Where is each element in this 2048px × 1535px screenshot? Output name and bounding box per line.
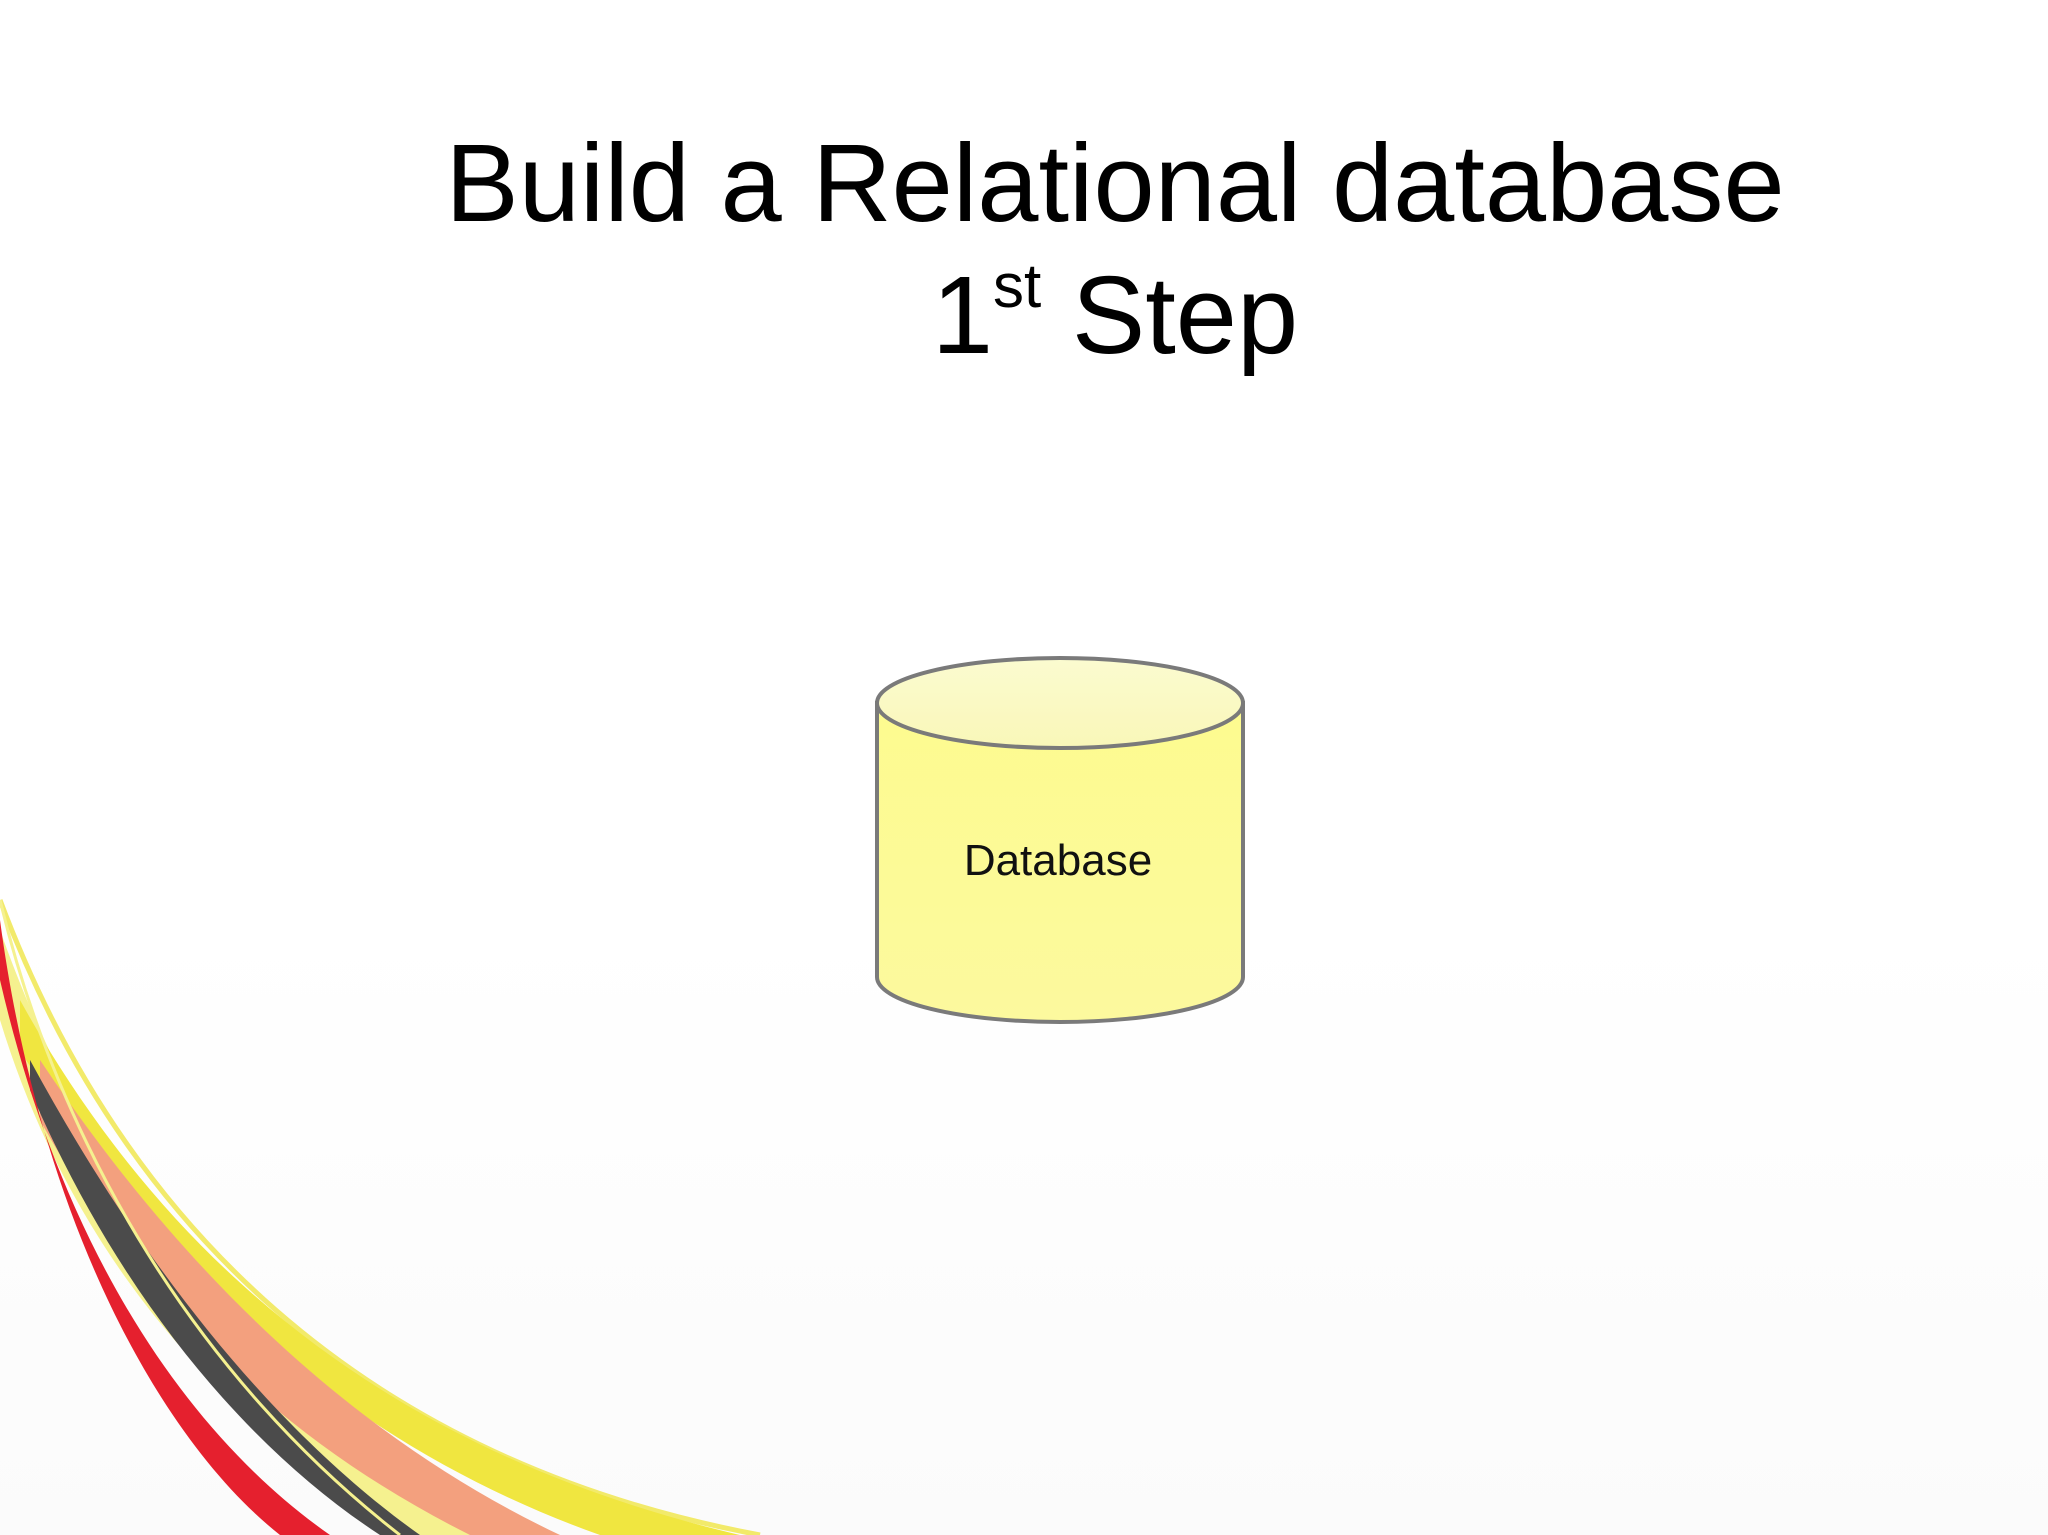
database-cylinder	[875, 656, 1245, 1024]
title-line-1: Build a Relational database	[445, 122, 1785, 245]
slide-title: Build a Relational database 1st Step	[0, 118, 2048, 382]
ordinal-suffix: st	[993, 252, 1042, 322]
database-label: Database	[963, 836, 1153, 885]
step-number: 1	[931, 254, 994, 377]
step-word: Step	[1071, 254, 1299, 377]
title-line-2: 1st Step	[0, 250, 2048, 382]
